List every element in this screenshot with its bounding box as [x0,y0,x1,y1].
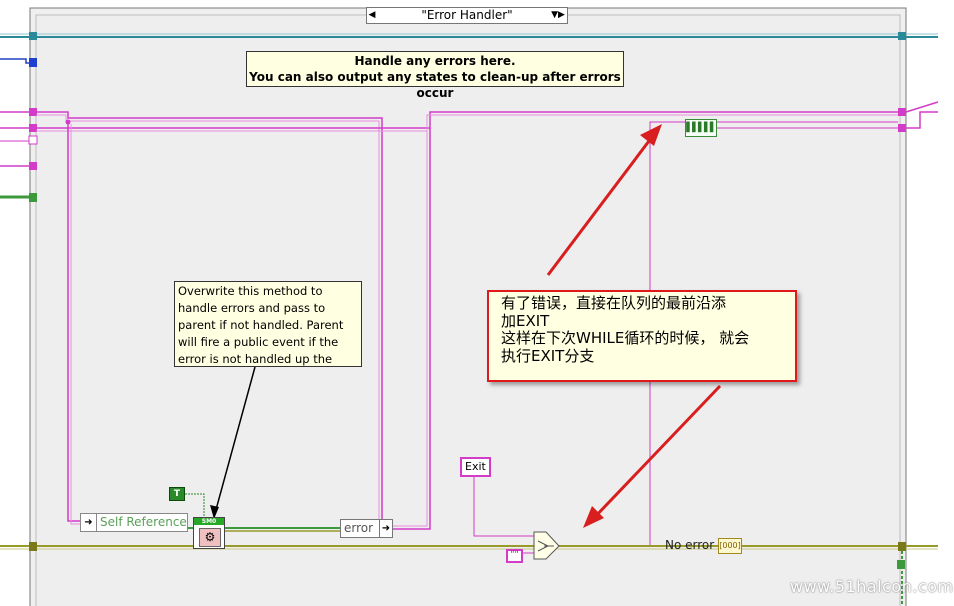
tunnel-s3 [28,135,38,145]
cluster-wire-c2 [70,124,80,525]
no-error-label: No error [665,538,715,552]
error-cluster-node[interactable]: error ➜ [340,519,393,538]
arrow-red-up-head [640,124,662,146]
string-out-2 [906,111,938,129]
tunnel-ref-right [898,32,906,40]
cn-line-4: 执行EXIT分支 [501,346,595,365]
note-line-2: You can also output any states to clean-… [249,70,621,100]
tunnel-out-2 [898,124,906,132]
tunnel-ref-left [29,32,37,40]
arrow-red-down [590,384,722,522]
case-selector[interactable]: ◀ "Error Handler" ▼▶ [366,7,568,24]
exit-string-constant[interactable]: Exit [460,457,491,477]
tunnel-err-left [29,542,37,551]
self-reference-label: Self Reference [100,515,187,529]
handle-error-subvi[interactable]: SM0 ⚙ [193,517,225,549]
true-constant[interactable]: T [169,487,185,501]
cn-line-1: 有了错误，直接在队列的最前沿添 [501,294,727,312]
no-error-constant[interactable]: [000] [718,538,742,554]
case-prev-arrow[interactable]: ◀ [368,10,376,20]
bool-wire [185,493,205,517]
cluster-wire-a [36,111,383,529]
tunnel-s4 [29,162,37,170]
tunnel-blue [29,58,37,67]
arrow-black [213,366,256,518]
cluster-wire-b [36,111,898,129]
error-handler-icon: ⚙ [199,528,221,547]
tunnel-err-right [898,542,906,551]
arrow-red-up [546,132,657,276]
note-line-1: Handle any errors here. [354,54,516,68]
arrow-red-down-head [583,506,604,528]
case-selector-value: "Error Handler" [421,8,513,22]
arrow-right-icon: ➜ [81,514,97,531]
empty-string-constant[interactable]: "" [506,549,523,563]
cluster-wire-c [67,122,80,522]
cn-line-3: 这样在下次WHILE循环的时候， 就会 [501,329,750,347]
case-next-arrow[interactable]: ▼▶ [551,10,565,20]
self-reference-node[interactable]: ➜ Self Reference [80,513,188,532]
enqueue-front-node[interactable]: ▌▌▌▌▌ [685,119,717,137]
tunnel-s2 [29,124,37,132]
string-out-1 [905,101,939,113]
cluster-wire-d2 [393,131,428,527]
build-array-glyph [537,540,554,552]
arrow-right-icon: ➜ [379,520,392,537]
error-handler-note: Handle any errors here. You can also out… [246,51,624,100]
tunnel-class-left [29,193,37,202]
error-cluster-label: error [344,521,374,535]
cluster-wire-b2 [36,114,898,132]
wire-junction [65,119,71,125]
exit-wire [473,476,534,537]
subvi-header: SM0 [194,518,224,525]
tunnel-s1 [29,108,37,116]
cn-line-2: 加EXIT [501,311,550,330]
tunnel-class-right [897,560,905,569]
cluster-wire-d [393,128,431,530]
chinese-annotation: 有了错误，直接在队列的最前沿添 加EXIT 这样在下次WHILE循环的时候， 就… [487,290,797,382]
watermark: www.51halcon.com [790,577,954,596]
tunnel-out-1 [898,108,906,116]
method-comment: Overwrite this method to handle errors a… [174,281,362,367]
arrow-black-head [210,505,219,519]
